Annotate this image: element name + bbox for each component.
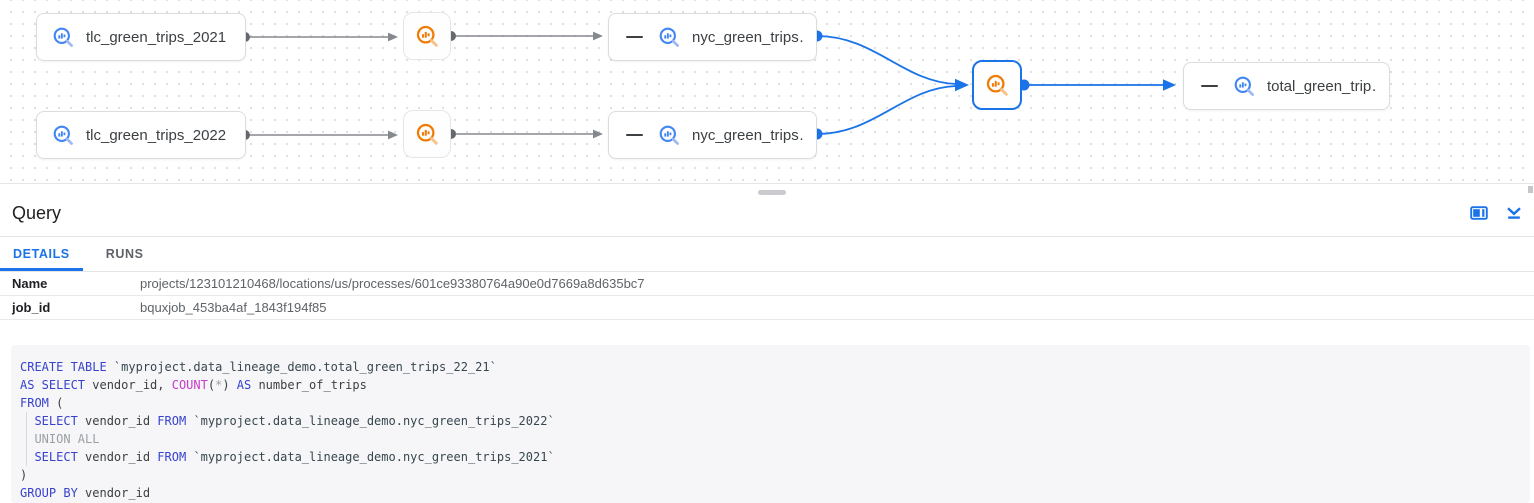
collapse-columns-icon[interactable] xyxy=(626,134,643,136)
bigquery-query-icon xyxy=(986,74,1008,96)
panel-title: Query xyxy=(12,202,62,223)
bigquery-table-icon xyxy=(53,125,73,145)
node-total-green-trips[interactable]: total_green_trip… xyxy=(1183,62,1390,110)
tab-details[interactable]: DETAILS xyxy=(0,237,83,271)
collapse-columns-icon[interactable] xyxy=(626,36,643,38)
node-nyc-green-trips-top[interactable]: nyc_green_trips… xyxy=(608,13,817,61)
panel-drag-handle[interactable] xyxy=(758,190,786,195)
bigquery-table-icon xyxy=(659,125,679,145)
collapse-columns-icon[interactable] xyxy=(1201,85,1218,87)
indent-guide xyxy=(26,412,27,466)
node-label: nyc_green_trips… xyxy=(692,126,804,144)
node-tlc-green-trips-2021[interactable]: tlc_green_trips_2021 xyxy=(36,13,246,61)
lineage-graph[interactable]: tlc_green_trips_2021 tlc_green_trips_202… xyxy=(0,0,1534,184)
node-tlc-green-trips-2022[interactable]: tlc_green_trips_2022 xyxy=(36,111,246,159)
node-label: total_green_trip… xyxy=(1267,77,1377,95)
collapse-panel-icon[interactable] xyxy=(1505,204,1523,222)
detail-row-job-id: job_id bquxjob_453ba4af_1843f194f85 xyxy=(0,296,1534,320)
bigquery-table-icon xyxy=(659,27,679,47)
detail-label: Name xyxy=(12,276,48,291)
panel-tabs: DETAILS RUNS xyxy=(0,237,1534,272)
tab-label: RUNS xyxy=(105,247,144,261)
bigquery-query-icon xyxy=(416,123,438,145)
bigquery-table-icon xyxy=(53,27,73,47)
scrollbar-thumb[interactable] xyxy=(1528,186,1533,193)
node-query-selected[interactable] xyxy=(972,60,1022,110)
node-query-bottom[interactable] xyxy=(403,110,451,158)
open-in-side-panel-icon[interactable] xyxy=(1470,204,1488,222)
bigquery-query-icon xyxy=(416,25,438,47)
sql-query-block: CREATE TABLE `myproject.data_lineage_dem… xyxy=(11,345,1530,503)
node-query-top[interactable] xyxy=(403,12,451,60)
tab-label: DETAILS xyxy=(13,247,70,261)
node-label: tlc_green_trips_2022 xyxy=(86,126,227,144)
panel-header: Query xyxy=(0,184,1534,237)
node-label: tlc_green_trips_2021 xyxy=(86,28,227,46)
detail-value: bquxjob_453ba4af_1843f194f85 xyxy=(140,300,327,315)
detail-value: projects/123101210468/locations/us/proce… xyxy=(140,276,645,291)
node-label: nyc_green_trips… xyxy=(692,28,804,46)
node-nyc-green-trips-bottom[interactable]: nyc_green_trips… xyxy=(608,111,817,159)
detail-row-name: Name projects/123101210468/locations/us/… xyxy=(0,272,1534,296)
detail-label: job_id xyxy=(12,300,51,315)
sql-code: CREATE TABLE `myproject.data_lineage_dem… xyxy=(20,360,555,500)
query-details-panel: Query DETAILS RUNS Name projects/1231012… xyxy=(0,184,1534,503)
bigquery-table-icon xyxy=(1234,76,1254,96)
tab-runs[interactable]: RUNS xyxy=(83,237,167,271)
